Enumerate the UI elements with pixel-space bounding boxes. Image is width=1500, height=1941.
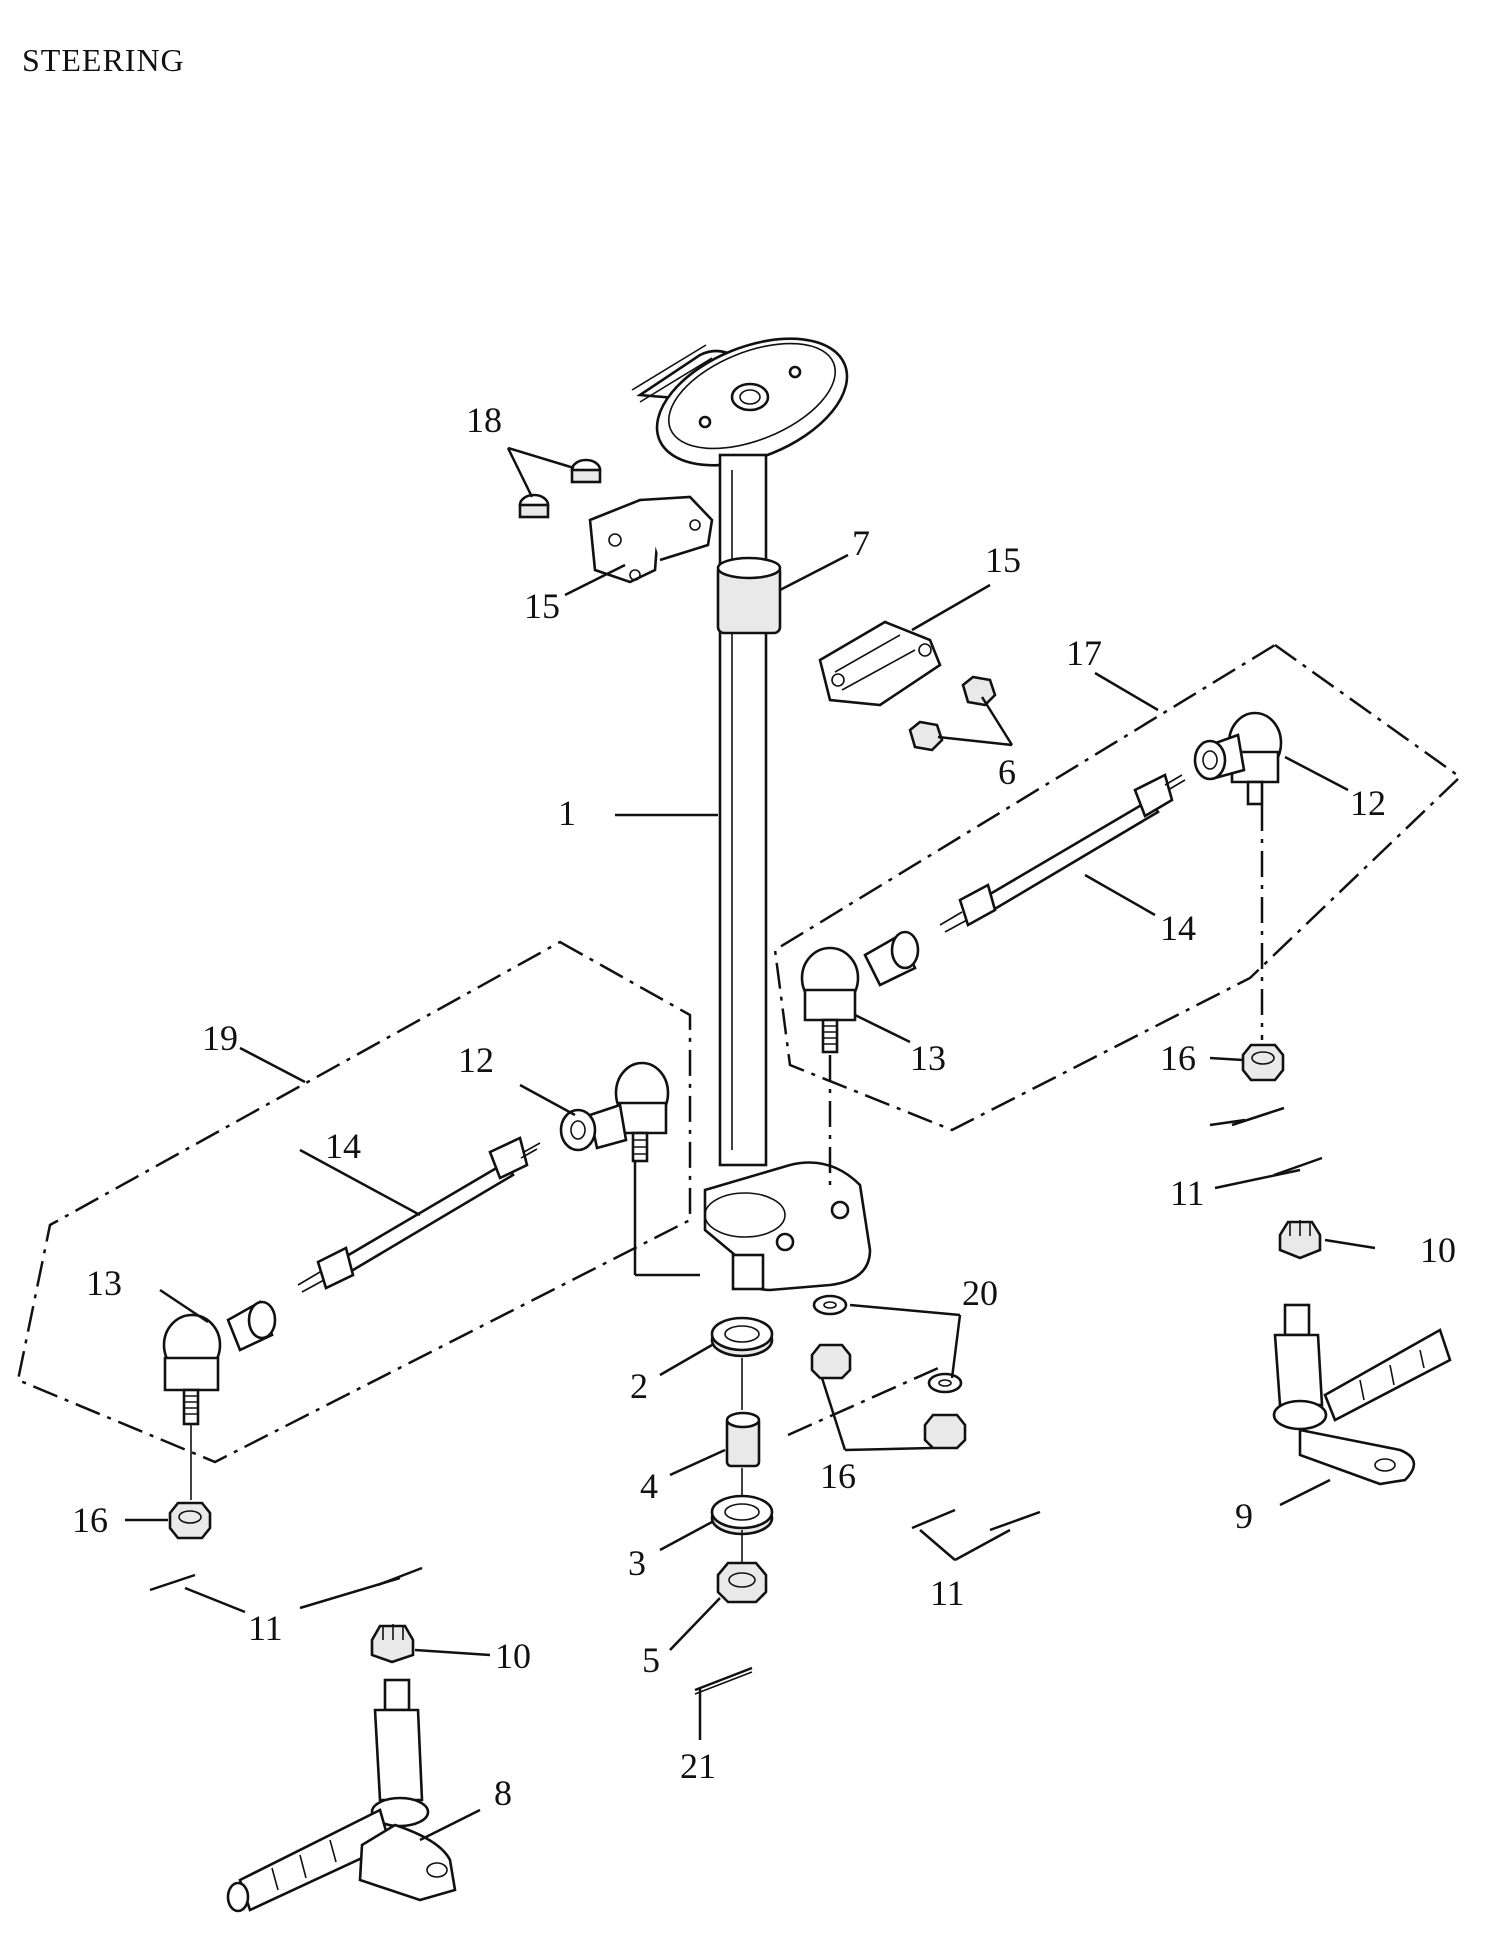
label-17: 17 bbox=[1066, 633, 1102, 673]
label-6: 6 bbox=[998, 752, 1016, 792]
tie-rod-17 bbox=[800, 711, 1283, 1054]
castle-nut-10-right bbox=[1278, 1220, 1322, 1260]
label-21: 21 bbox=[680, 1746, 716, 1786]
label-16-left: 16 bbox=[72, 1500, 108, 1540]
label-14-right: 14 bbox=[1160, 908, 1196, 948]
label-20: 20 bbox=[962, 1273, 998, 1313]
label-8: 8 bbox=[494, 1773, 512, 1813]
cotter-pins-11-left bbox=[149, 1566, 423, 1592]
bearing-3 bbox=[710, 1494, 774, 1536]
label-4: 4 bbox=[640, 1466, 658, 1506]
label-10-left: 10 bbox=[495, 1636, 531, 1676]
label-5: 5 bbox=[642, 1640, 660, 1680]
label-11-right: 11 bbox=[1170, 1173, 1205, 1213]
knuckle-8 bbox=[226, 1678, 457, 1913]
castle-nut-10-left bbox=[370, 1624, 415, 1664]
leader-lines bbox=[125, 446, 1376, 1842]
label-3: 3 bbox=[628, 1543, 646, 1583]
nuts-6 bbox=[908, 675, 997, 752]
label-19: 19 bbox=[202, 1018, 238, 1058]
label-9: 9 bbox=[1235, 1496, 1253, 1536]
nut-5 bbox=[716, 1561, 768, 1604]
label-16-center: 16 bbox=[820, 1456, 856, 1496]
shaft-holder-15-right bbox=[818, 620, 942, 707]
shaft-holder-15-left bbox=[588, 495, 714, 584]
tie-rod-19 bbox=[162, 1061, 670, 1426]
label-2: 2 bbox=[630, 1366, 648, 1406]
label-14-left: 14 bbox=[325, 1126, 361, 1166]
bushing-18 bbox=[518, 458, 602, 519]
knuckle-9 bbox=[1272, 1303, 1452, 1486]
label-16-right: 16 bbox=[1160, 1038, 1196, 1078]
label-12-right: 12 bbox=[1350, 783, 1386, 823]
page-title: STEERING bbox=[22, 42, 185, 78]
cotter-pin-21 bbox=[694, 1666, 753, 1695]
callout-labels: 1 2 3 4 5 6 7 8 9 10 10 11 11 11 12 12 1… bbox=[72, 400, 1456, 1813]
label-13-right: 13 bbox=[910, 1038, 946, 1078]
label-11-center: 11 bbox=[930, 1573, 965, 1613]
label-10-right: 10 bbox=[1420, 1230, 1456, 1270]
nut-16-center-a bbox=[810, 1343, 852, 1380]
label-11-left: 11 bbox=[248, 1608, 283, 1648]
cotter-pins-11-right bbox=[1231, 1106, 1323, 1177]
hidden-line bbox=[787, 1363, 946, 1437]
washer-20-a bbox=[812, 1294, 848, 1316]
cotter-pins-11-center bbox=[911, 1508, 1041, 1532]
label-18: 18 bbox=[466, 400, 502, 440]
label-1: 1 bbox=[558, 793, 576, 833]
label-13-left: 13 bbox=[86, 1263, 122, 1303]
collar-4 bbox=[725, 1411, 761, 1468]
label-12-left: 12 bbox=[458, 1040, 494, 1080]
nut-16-center-b bbox=[923, 1413, 967, 1450]
nut-16-left bbox=[168, 1501, 212, 1540]
tie-rod-assembly-19-outline bbox=[16, 940, 692, 1464]
nut-16-right bbox=[1241, 1043, 1285, 1082]
tie-rod-assembly-17-outline bbox=[773, 643, 1462, 1132]
washer-20-b bbox=[927, 1372, 963, 1394]
label-15-right: 15 bbox=[985, 540, 1021, 580]
steering-shaft bbox=[631, 337, 872, 1292]
label-7: 7 bbox=[852, 523, 870, 563]
label-15-left: 15 bbox=[524, 586, 560, 626]
bearing-2 bbox=[710, 1316, 774, 1358]
